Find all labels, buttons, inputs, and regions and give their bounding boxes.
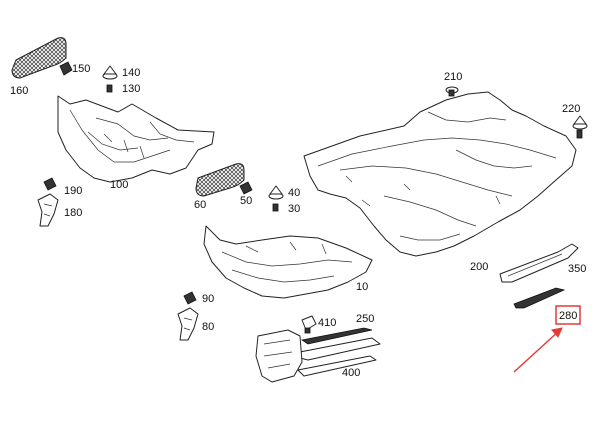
part-250-sill-strip [299,327,381,361]
label-100: 100 [110,179,128,191]
part-200-floor-carpet [303,91,577,257]
label-410: 410 [318,317,336,329]
label-160: 160 [10,85,28,97]
part-280-sill-strip [513,287,566,309]
part-40-fastener [268,185,284,200]
part-400-side-trim [255,329,377,383]
label-140: 140 [122,67,140,79]
label-10: 10 [356,281,368,293]
part-410-clip [301,315,317,334]
highlight-280: 280 [513,305,581,373]
part-210-clip [445,86,459,97]
label-50: 50 [240,195,252,207]
part-140-fastener [102,65,118,80]
part-130-stud [106,84,113,93]
part-350-trim-strip [499,243,579,283]
part-160-grille [11,37,67,79]
label-60: 60 [194,199,206,211]
part-30-stud [272,203,279,212]
part-10-footwell-panel [203,225,373,299]
label-130: 130 [122,83,140,95]
part-150-clip [59,61,73,76]
label-250: 250 [356,313,374,325]
part-180-bracket [37,193,59,227]
highlight-arrow-line [513,329,561,373]
label-200: 200 [470,261,488,273]
part-80-bracket [177,307,199,341]
label-210: 210 [444,71,462,83]
highlight-box [555,305,581,325]
label-220: 220 [562,103,580,115]
part-190-pin [43,177,57,191]
label-180: 180 [64,207,82,219]
part-220-fastener [572,115,588,139]
part-90-pin [183,291,197,305]
label-150: 150 [72,63,90,75]
label-350: 350 [568,263,586,275]
label-40: 40 [288,187,300,199]
part-60-grille [195,163,245,197]
label-400: 400 [342,367,360,379]
label-190: 190 [64,185,82,197]
part-50-clip [239,181,253,195]
part-100-footwell-panel [57,95,215,183]
label-80: 80 [202,321,214,333]
label-90: 90 [202,293,214,305]
label-280: 280 [559,310,577,322]
label-30: 30 [288,203,300,215]
highlight-arrow-head [551,327,563,338]
